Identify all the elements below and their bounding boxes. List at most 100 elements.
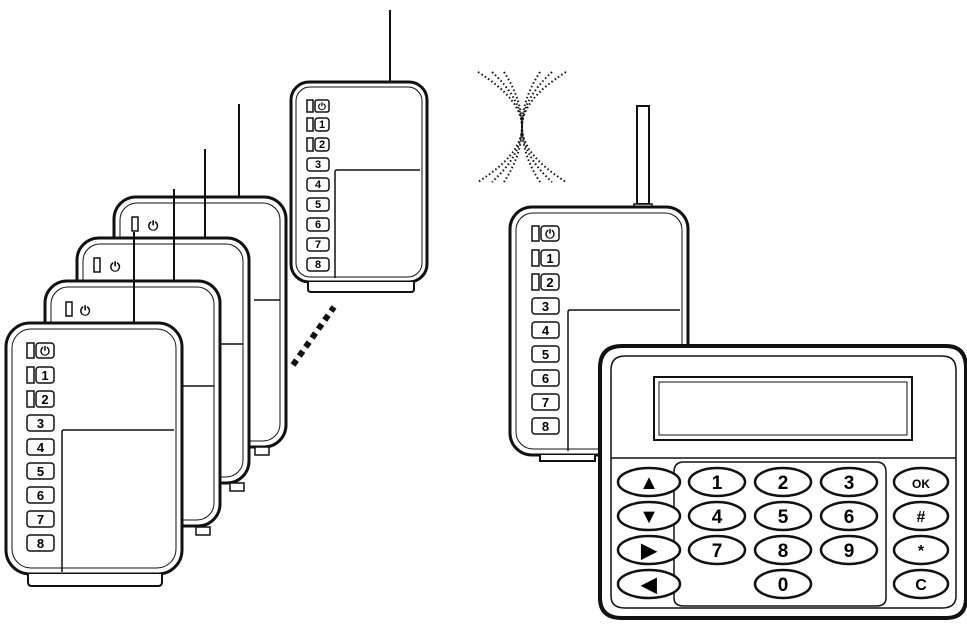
channel-button-1[interactable] xyxy=(35,366,55,384)
unit-foot xyxy=(195,526,211,536)
digit-key-9[interactable] xyxy=(819,534,879,566)
power-led xyxy=(26,342,35,359)
channel-button-4[interactable] xyxy=(531,321,560,339)
arrow-down-key[interactable] xyxy=(616,500,682,532)
digit-key-label: 7 xyxy=(712,541,723,562)
power-led xyxy=(531,225,540,242)
channel-label: 4 xyxy=(37,440,45,455)
function-key-2[interactable] xyxy=(892,534,950,566)
channel-button-6[interactable] xyxy=(306,217,330,232)
power-icon: ⏻ xyxy=(110,259,121,274)
arrow-right-key[interactable] xyxy=(616,534,682,566)
channel-button-2[interactable] xyxy=(314,137,330,152)
power-led xyxy=(306,99,314,113)
channel-button-1[interactable] xyxy=(540,249,560,267)
channel-button-5[interactable] xyxy=(531,345,560,363)
channel-label: 8 xyxy=(315,259,321,271)
channel-label: 8 xyxy=(542,419,549,434)
channel-button-3[interactable] xyxy=(531,297,560,315)
channel-led xyxy=(306,117,314,132)
digit-key-5[interactable] xyxy=(753,500,813,532)
channel-button-3[interactable] xyxy=(306,157,330,172)
channel-label: 7 xyxy=(315,239,321,251)
channel-label: 7 xyxy=(542,395,549,410)
digit-key-4[interactable] xyxy=(687,500,747,532)
channel-button-2[interactable] xyxy=(540,273,560,291)
channel-button-6[interactable] xyxy=(26,486,55,504)
channel-led xyxy=(531,273,540,291)
function-key-label: OK xyxy=(912,477,930,491)
channel-button-8[interactable] xyxy=(531,417,560,435)
channel-label: 6 xyxy=(37,488,44,503)
channel-button-7[interactable] xyxy=(531,393,560,411)
channel-label: 2 xyxy=(546,275,553,290)
arrow-down-icon: ▼ xyxy=(639,506,659,528)
channel-button-2[interactable] xyxy=(35,390,55,408)
channel-button-4[interactable] xyxy=(306,177,330,192)
unit-foot xyxy=(254,446,270,456)
digit-key-label: 0 xyxy=(778,575,789,596)
digit-key-label: 5 xyxy=(778,507,789,528)
channel-button-7[interactable] xyxy=(306,237,330,252)
power-icon: ⏻ xyxy=(80,303,91,318)
digit-key-7[interactable] xyxy=(687,534,747,566)
function-key-0[interactable] xyxy=(892,466,950,498)
arrow-left-icon: ◀ xyxy=(640,574,657,596)
channel-label: 3 xyxy=(542,299,549,314)
arrow-left-key[interactable] xyxy=(616,568,682,600)
radio-signal-icon xyxy=(477,71,567,183)
digit-key-label: 1 xyxy=(712,473,723,494)
channel-button-4[interactable] xyxy=(26,438,55,456)
channel-button-1[interactable] xyxy=(314,117,330,132)
arrow-up-key[interactable] xyxy=(616,466,682,498)
channel-button-8[interactable] xyxy=(26,534,55,552)
antenna xyxy=(636,105,650,205)
channel-button-3[interactable] xyxy=(26,414,55,432)
channel-button-8[interactable] xyxy=(306,257,330,272)
digit-key-0[interactable] xyxy=(753,568,813,600)
unit-base xyxy=(27,574,163,587)
channel-button-5[interactable] xyxy=(26,462,55,480)
channel-label: 5 xyxy=(37,464,44,479)
unit-base xyxy=(307,282,415,293)
channel-label: 6 xyxy=(542,371,549,386)
channel-button-5[interactable] xyxy=(306,197,330,212)
keypad-bezel xyxy=(610,355,957,609)
unit-front-panel xyxy=(567,309,680,451)
channel-label: 7 xyxy=(37,512,44,527)
power-button[interactable] xyxy=(35,342,55,359)
power-led xyxy=(65,301,73,317)
unit-base xyxy=(539,455,596,462)
channel-label: 4 xyxy=(315,179,322,191)
connection-dotted-line xyxy=(290,305,337,367)
arrow-up-icon: ▲ xyxy=(639,472,659,494)
function-key-3[interactable] xyxy=(892,568,950,600)
function-key-label: * xyxy=(918,543,925,560)
lcd-display xyxy=(653,376,913,441)
unit-inner-outline xyxy=(295,86,423,278)
digit-key-3[interactable] xyxy=(819,466,879,498)
digit-key-1[interactable] xyxy=(687,466,747,498)
channel-label: 3 xyxy=(315,159,321,171)
digit-key-8[interactable] xyxy=(753,534,813,566)
function-key-1[interactable] xyxy=(892,500,950,532)
channel-led xyxy=(306,137,314,152)
unit-front-panel xyxy=(334,169,420,278)
channel-label: 8 xyxy=(37,536,44,551)
power-button[interactable] xyxy=(314,99,330,113)
digit-key-6[interactable] xyxy=(819,500,879,532)
channel-button-7[interactable] xyxy=(26,510,55,528)
function-key-label: # xyxy=(917,509,926,526)
digit-key-2[interactable] xyxy=(753,466,813,498)
channel-button-6[interactable] xyxy=(531,369,560,387)
power-icon: ⏻ xyxy=(40,344,50,358)
power-button[interactable] xyxy=(540,225,560,242)
power-icon: ⏻ xyxy=(545,227,555,241)
